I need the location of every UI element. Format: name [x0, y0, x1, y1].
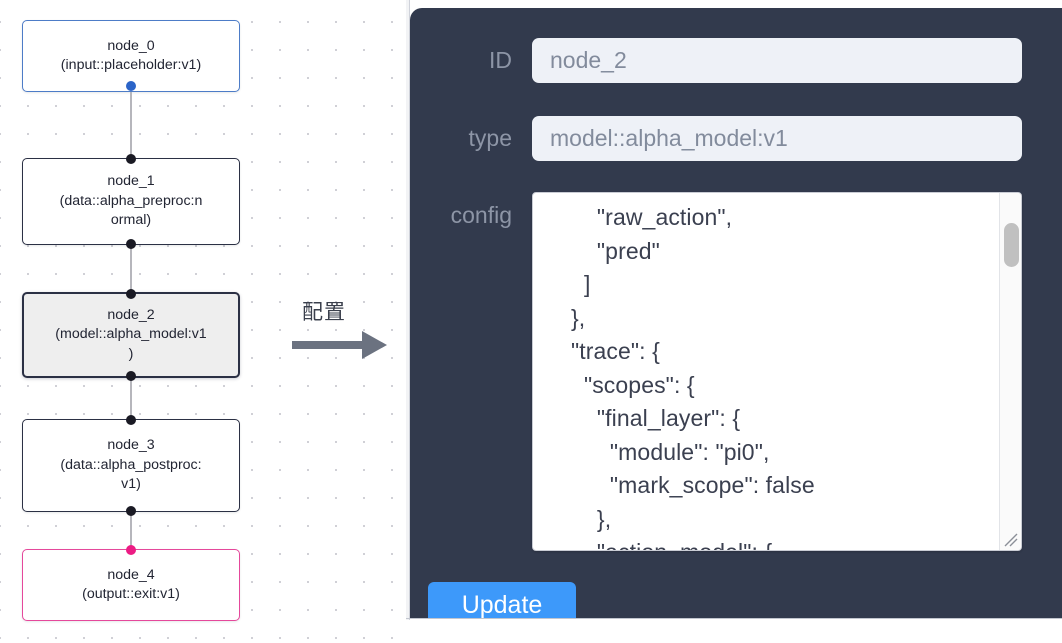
config-panel: ID node_2 type model::alpha_model:v1 con… [410, 8, 1062, 618]
transition-label: 配置 [302, 300, 346, 324]
graph-canvas[interactable]: node_0 (input::placeholder:v1) node_1 (d… [0, 0, 410, 643]
graph-node-label: node_0 (input::placeholder:v1) [60, 37, 202, 74]
edge-node0-node1 [130, 92, 132, 158]
type-input[interactable]: model::alpha_model:v1 [532, 116, 1022, 161]
config-field-row: config "raw_action", "pred" ] }, "trace"… [410, 192, 1022, 551]
graph-node-label: node_1 (data::alpha_preproc:n ormal) [59, 173, 203, 229]
node-handle-top[interactable] [126, 289, 136, 299]
id-label: ID [489, 47, 512, 73]
edge-node3-node4 [130, 512, 132, 549]
node-handle-top[interactable] [126, 545, 136, 555]
node-handle-bottom[interactable] [126, 239, 136, 249]
config-label: config [450, 202, 512, 228]
graph-node-label: node_3 (data::alpha_postproc: v1) [60, 437, 202, 493]
config-scrollbar[interactable] [999, 193, 1021, 550]
panel-left-edge [406, 0, 410, 620]
graph-node-node_2[interactable]: node_2 (model::alpha_model:v1 ) [22, 289, 240, 381]
type-field-row: type model::alpha_model:v1 [410, 116, 1022, 161]
resize-grip-icon[interactable] [1001, 530, 1019, 548]
node-handle-bottom[interactable] [126, 506, 136, 516]
config-textarea[interactable]: "raw_action", "pred" ] }, "trace": { "sc… [532, 192, 1022, 551]
node-handle-top[interactable] [126, 154, 136, 164]
id-input[interactable]: node_2 [532, 38, 1022, 83]
node-handle-bottom[interactable] [126, 81, 136, 91]
edge-node1-node2 [130, 245, 132, 292]
graph-node-label: node_2 (model::alpha_model:v1 ) [55, 306, 207, 362]
graph-node-label: node_4 (output::exit:v1) [82, 566, 180, 603]
node-handle-top[interactable] [126, 415, 136, 425]
edge-node2-node3 [130, 378, 132, 419]
transition-annotation: 配置 [290, 296, 396, 367]
type-label: type [468, 125, 512, 151]
right-arrow-icon [290, 328, 396, 367]
graph-node-node_3[interactable]: node_3 (data::alpha_postproc: v1) [22, 415, 240, 516]
config-textarea-content: "raw_action", "pred" ] }, "trace": { "sc… [570, 204, 815, 550]
node-handle-bottom[interactable] [126, 371, 136, 381]
update-button[interactable]: Update [428, 582, 576, 618]
config-scrollbar-thumb[interactable] [1004, 223, 1019, 267]
graph-node-node_1[interactable]: node_1 (data::alpha_preproc:n ormal) [22, 154, 240, 249]
graph-node-node_4[interactable]: node_4 (output::exit:v1) [22, 545, 240, 621]
panel-bottom-rule [406, 618, 1062, 619]
graph-node-node_0[interactable]: node_0 (input::placeholder:v1) [22, 20, 240, 92]
id-field-row: ID node_2 [410, 38, 1022, 83]
